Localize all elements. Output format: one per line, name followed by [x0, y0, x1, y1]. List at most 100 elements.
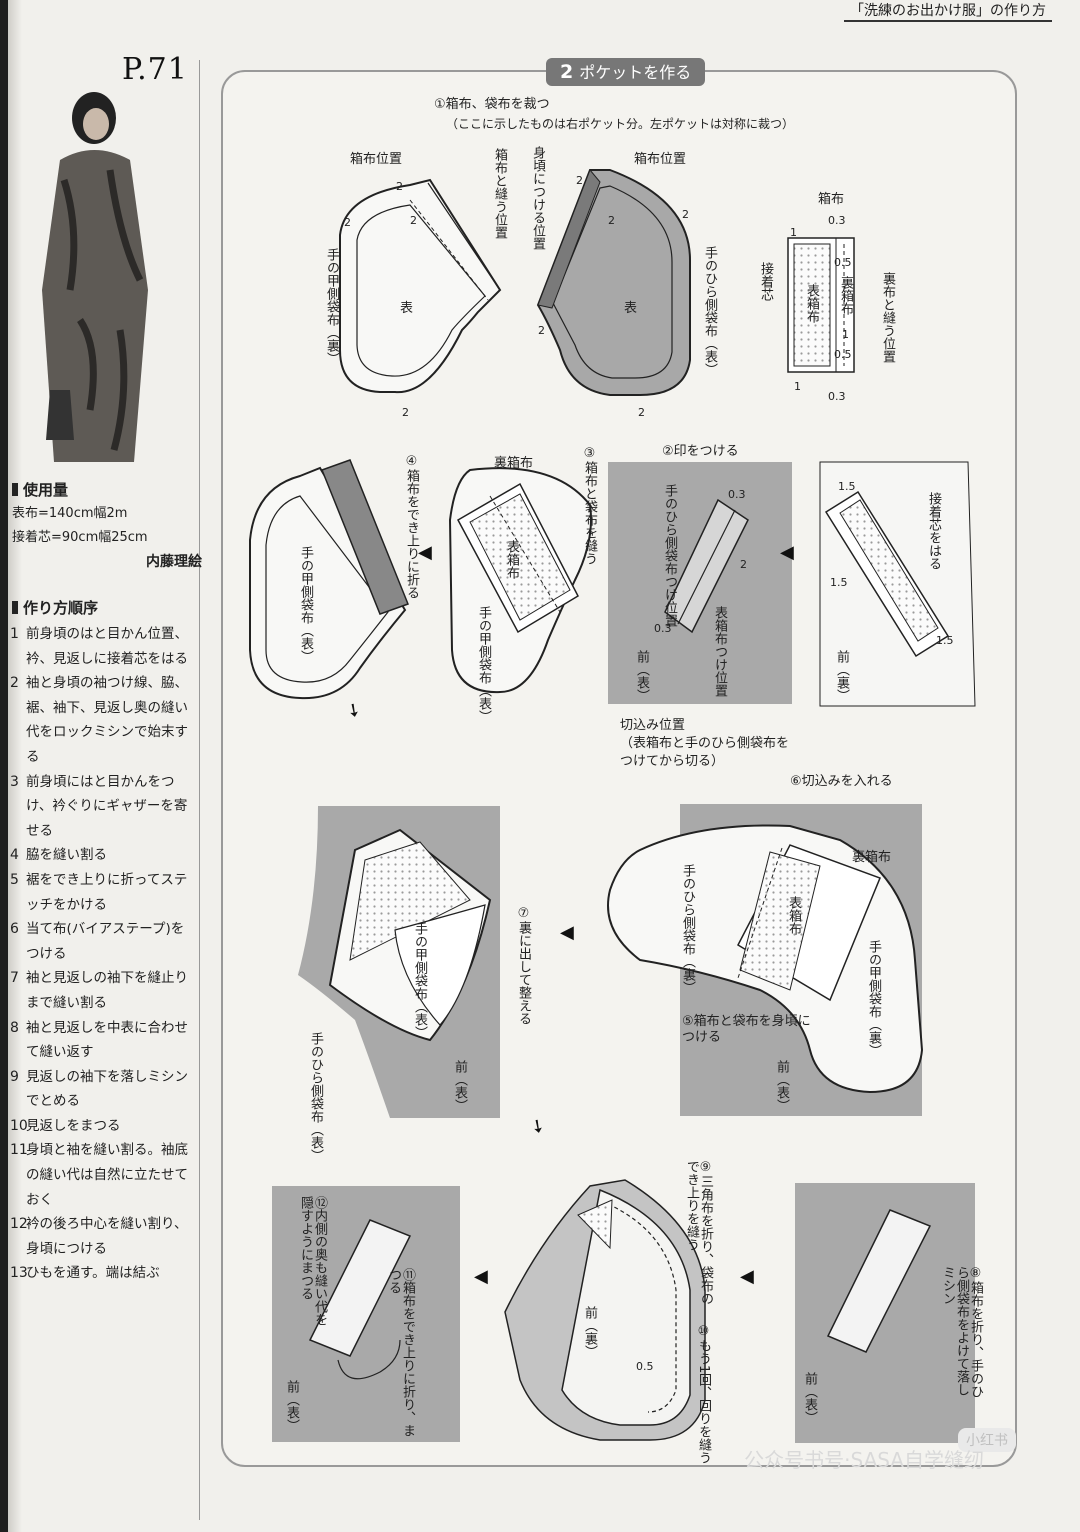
- label-back-bag-s6: 手の甲側袋布（裏）: [866, 940, 881, 1057]
- label-step10: ⑩もう1回、回りを縫う: [696, 1324, 711, 1465]
- dimension-label: 1.5: [838, 480, 856, 493]
- dimension-label: 2: [410, 214, 417, 227]
- dimension-label: 1: [842, 328, 849, 341]
- label-back-bag-s4: 手の甲側袋布（表）: [298, 546, 313, 663]
- label-cut: ①箱布、袋布を裁つ: [434, 97, 550, 112]
- label-box-pos-right: 箱布位置: [634, 152, 687, 167]
- dimension-label: 0.3: [828, 214, 846, 227]
- dimension-label: 2: [538, 324, 545, 337]
- dimension-label: 0.5: [834, 348, 852, 361]
- label-step8: ⑧箱布を折り、手のひら側袋布をよけて落しミシン: [940, 1266, 983, 1398]
- xiaohongshu-badge: 小红书: [958, 1428, 1016, 1452]
- label-front-omote-s8: 前（表）: [802, 1372, 817, 1424]
- label-back-bag-s7: 手の甲側袋布（表）: [412, 922, 427, 1039]
- label-step11: ⑪箱布をでき上りに折り、まつる: [386, 1268, 415, 1437]
- label-inner-box: 裏箱布: [838, 276, 853, 315]
- label-palm-attach-pos: 手のひら側袋布つけ位置: [662, 484, 677, 627]
- dimension-label: 2: [402, 406, 409, 419]
- label-front-omote-s5: 前（表）: [774, 1060, 789, 1112]
- designer-name: 内藤理絵: [146, 554, 202, 570]
- label-front-omote-s11: 前（表）: [284, 1380, 299, 1432]
- dimension-label: 2: [576, 174, 583, 187]
- label-palm-bag-s7: 手のひら側袋布（表）: [308, 1032, 323, 1162]
- label-step12: ⑫内側の奥も縫い代を隠すようにまつる: [298, 1196, 327, 1326]
- label-omote-right: 表: [624, 301, 638, 316]
- dimension-label: 2: [344, 216, 351, 229]
- label-outer-box-s6: 表箱布: [786, 896, 801, 935]
- label-box-fabric: 箱布: [818, 192, 845, 207]
- dimension-label: 1: [794, 380, 801, 393]
- label-inner-box-s6: 裏箱布: [852, 850, 892, 865]
- label-attach-body-pos: 身頃につける位置: [530, 146, 545, 250]
- label-front-omote-s2: 前（表）: [634, 650, 649, 702]
- running-header: 「洗練のお出かけ服」の作り方: [844, 0, 1052, 22]
- arrow-left-icon: ◀: [418, 542, 432, 563]
- label-slit-pos: 切込み位置: [620, 718, 686, 733]
- dimension-label: 2: [396, 180, 403, 193]
- label-cut-note: （ここに示したものは右ポケット分。左ポケットは対称に裁つ）: [446, 117, 795, 131]
- label-step2: ②印をつける: [662, 444, 739, 459]
- model-photo: [30, 90, 158, 462]
- dimension-label: 0.5: [636, 1360, 654, 1373]
- dimension-label: 1.5: [936, 634, 954, 647]
- dimension-label: 1.5: [830, 576, 848, 589]
- label-apply-interfacing: 接着芯をはる: [926, 492, 941, 570]
- dimension-label: 2: [682, 208, 689, 221]
- label-box-pos-left: 箱布位置: [350, 152, 403, 167]
- label-slit-note2: つけてから切る）: [620, 754, 725, 769]
- label-sew-box-pos: 箱布と縫う位置: [492, 148, 507, 239]
- dimension-label: 2: [638, 406, 645, 419]
- label-step4: ④箱布をでき上りに折る: [404, 454, 419, 599]
- label-palm-bag-omote: 手のひら側袋布（表）: [702, 246, 717, 376]
- materials-block: 使用量 表布=140cm幅2m 接着芯=90cm幅25cm 内藤理絵: [12, 478, 202, 574]
- interfacing-amount: 接着芯=90cm幅25cm: [12, 530, 148, 545]
- label-step7: ⑦裏に出して整える: [516, 906, 531, 1025]
- label-palm-bag-s6: 手のひら側袋布（裏）: [680, 864, 695, 994]
- label-slit-note1: （表箱布と手のひら側袋布を: [620, 736, 790, 751]
- dimension-label: 0.3: [828, 390, 846, 403]
- arrow-left-icon: ◀: [474, 1266, 488, 1287]
- pocket-bag-back-inner: [356, 204, 486, 377]
- arrow-left-icon: ◀: [560, 922, 574, 943]
- label-front-omote-s7: 前（表）: [452, 1060, 467, 1112]
- page-spine: [8, 0, 22, 1532]
- page-number: P.71: [122, 52, 188, 87]
- arrow-left-icon: ◀: [780, 542, 794, 563]
- label-front-ura-s2: 前（裏）: [834, 650, 849, 702]
- label-step6: ⑥切込みを入れる: [790, 774, 893, 789]
- label-back-bag-s3: 手の甲側袋布（表）: [476, 606, 491, 723]
- column-divider: [199, 60, 200, 1520]
- dimension-label: 2: [740, 558, 747, 571]
- watermark: 公众号书号·SASA自学缝纫: [744, 1448, 984, 1472]
- label-outer-box-s3: 表箱布: [504, 540, 519, 579]
- dimension-label: 2: [608, 214, 615, 227]
- label-omote-left: 表: [400, 301, 414, 316]
- label-interfacing: 接着芯: [758, 262, 773, 301]
- arrow-left-icon: ◀: [740, 1266, 754, 1287]
- dimension-label: 1: [790, 226, 797, 239]
- label-step9: ⑨三角布を折り、袋布のでき上りを縫う: [684, 1160, 713, 1305]
- pocket-bag-back-outer: [339, 178, 502, 394]
- label-step5: ⑤箱布と袋布を身頃につける: [682, 1014, 811, 1045]
- label-outerbox-attach-pos: 表箱布つけ位置: [712, 606, 727, 697]
- label-inner-box-s3: 裏箱布: [494, 456, 534, 471]
- label-step3: ③箱布と袋布を縫う: [582, 446, 597, 565]
- label-outer-box: 表箱布: [804, 284, 819, 323]
- order-heading: 作り方順序: [12, 596, 202, 620]
- dimension-label: 0.3: [654, 622, 672, 635]
- label-front-ura-s9: 前（裏）: [582, 1306, 597, 1358]
